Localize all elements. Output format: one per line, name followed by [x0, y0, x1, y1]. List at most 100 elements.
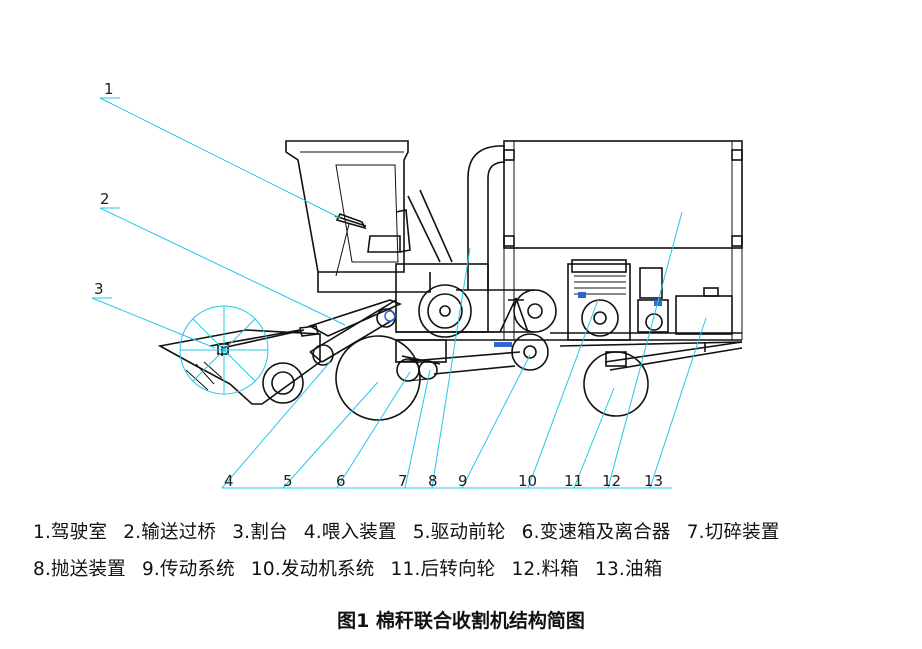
material-box — [503, 140, 743, 249]
box-bracket-tr — [731, 149, 743, 161]
leader-10 — [527, 299, 599, 489]
legend-item: 4.喂入装置 — [303, 522, 397, 543]
engine-flywheel-hub — [593, 311, 607, 325]
legend-line-1: 1.驾驶室 2.输送过桥 3.割台 4.喂入装置 5.驱动前轮 6.变速箱及离合… — [33, 518, 790, 544]
callout-6: 6 — [336, 472, 346, 490]
gearbox-lower — [395, 339, 447, 363]
conveyor-top-guard — [308, 299, 403, 337]
callout-8: 8 — [428, 472, 438, 490]
leader-8 — [431, 247, 471, 489]
throw-fan-outer — [418, 284, 472, 338]
reel-cylinder — [299, 325, 319, 337]
figure-caption: 图1 棉秆联合收割机结构简图 — [337, 610, 585, 632]
steering-wheel-icon — [334, 213, 367, 230]
drive-belt-upper — [456, 289, 535, 333]
fuel-cap — [703, 287, 719, 297]
engine-top — [571, 259, 627, 273]
callout-10: 10 — [518, 472, 537, 490]
material-box-frame — [503, 141, 743, 340]
pulley-mid-hub — [527, 303, 543, 319]
harvester-structure-drawing: 1 2 3 4 5 6 7 8 9 10 11 12 13 — [91, 80, 743, 490]
legend-item: 2.输送过桥 — [123, 522, 217, 543]
legend-item: 11.后转向轮 — [390, 559, 496, 580]
rear-wheel-mount — [605, 351, 627, 367]
leader-5 — [282, 381, 379, 489]
legend-item: 5.驱动前轮 — [412, 522, 506, 543]
leader-2 — [99, 207, 346, 326]
front-drive-wheel — [335, 335, 421, 421]
engine-flywheel — [581, 299, 619, 337]
mid-wheel-hub — [523, 345, 537, 359]
clutch-lower — [637, 299, 669, 333]
legend-item: 3.割台 — [232, 522, 288, 543]
leader-3 — [91, 297, 216, 349]
drive-pulley-b — [418, 360, 438, 380]
callout-7: 7 — [398, 472, 408, 490]
pulley-tripod — [499, 297, 529, 333]
legend-item: 1.驾驶室 — [33, 522, 108, 543]
feeding-auger-inner — [271, 371, 295, 395]
callout-4: 4 — [224, 472, 234, 490]
engine-fins — [574, 275, 626, 295]
leader-9 — [461, 354, 531, 489]
leader-13 — [649, 317, 707, 489]
legend-item: 7.切碎装置 — [686, 522, 780, 543]
legend-item: 10.发动机系统 — [250, 559, 375, 580]
mid-wheel — [511, 333, 549, 371]
hydraulic-cylinder — [494, 342, 512, 347]
leader-11 — [573, 387, 615, 489]
reel-arm — [221, 329, 305, 356]
leader-1 — [99, 97, 341, 219]
leader-6 — [336, 371, 411, 489]
callout-12: 12 — [602, 472, 621, 490]
chassis-lower — [397, 341, 743, 375]
throw-fan-hub — [439, 305, 451, 317]
legend-item: 6.变速箱及离合器 — [521, 522, 671, 543]
cab-floor — [317, 272, 431, 293]
reel-spokes — [180, 306, 268, 394]
callout-9: 9 — [458, 472, 468, 490]
legend-item: 12.料箱 — [511, 559, 579, 580]
cab-support-strut — [407, 189, 453, 263]
clutch-disk — [645, 313, 663, 331]
fuel-tank — [675, 295, 733, 335]
header-teeth — [185, 361, 223, 391]
callout-numbers: 1 2 3 4 5 6 7 8 9 10 11 12 13 — [94, 80, 663, 490]
pulley-accent — [384, 310, 396, 322]
harvester-linework — [157, 140, 743, 421]
header-frame — [157, 329, 321, 405]
leader-12 — [607, 211, 683, 489]
leader-4 — [221, 361, 331, 489]
legend-line-2: 8.抛送装置 9.传动系统 10.发动机系统 11.后转向轮 12.料箱 13.… — [33, 555, 672, 581]
throw-fan-mid — [427, 293, 463, 329]
accent-linework — [179, 292, 662, 395]
feeding-auger — [262, 362, 304, 404]
legend-item: 9.传动系统 — [141, 559, 235, 580]
legend-item: 13.油箱 — [594, 559, 663, 580]
callout-5: 5 — [283, 472, 293, 490]
steering-column — [335, 223, 350, 277]
reel-hub — [217, 343, 229, 355]
rear-linkage — [604, 341, 743, 371]
legend-item: 8.抛送装置 — [33, 559, 126, 580]
box-bracket-bl — [503, 235, 515, 247]
callout-13: 13 — [644, 472, 663, 490]
callout-3: 3 — [94, 280, 104, 298]
seat-icon — [367, 209, 411, 253]
box-bracket-tl — [503, 149, 515, 161]
callout-2: 2 — [100, 190, 110, 208]
cab-window — [335, 164, 399, 263]
clutch-unit — [639, 267, 663, 299]
cab-outline — [285, 140, 409, 273]
leader-lines — [91, 97, 707, 489]
pulley-mid — [513, 289, 557, 333]
engine-accent — [578, 292, 586, 298]
throw-pipe — [467, 145, 506, 290]
callout-11: 11 — [564, 472, 583, 490]
rear-steering-wheel — [583, 351, 649, 417]
leader-7 — [404, 369, 431, 489]
engine-block — [567, 263, 631, 341]
gearbox-housing — [395, 263, 489, 333]
conveyor-roller-1 — [312, 344, 334, 366]
box-bracket-br — [731, 235, 743, 247]
